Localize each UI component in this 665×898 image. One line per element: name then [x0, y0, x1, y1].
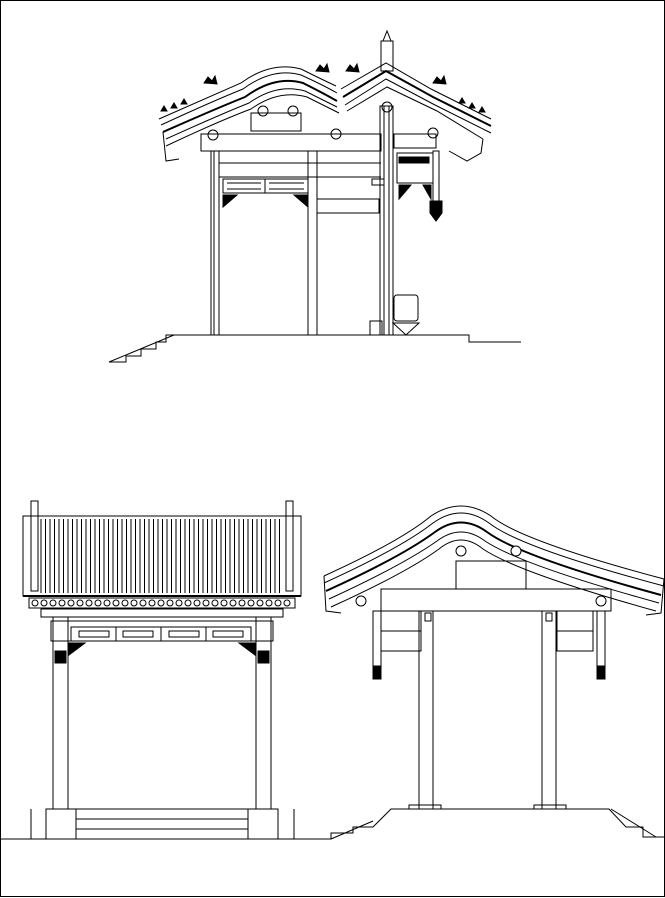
eave-tile	[85, 599, 93, 607]
stair-slope	[108, 334, 175, 363]
ground-line	[109, 334, 521, 363]
roof-tile	[229, 519, 235, 593]
roof-tile	[121, 519, 127, 593]
columns	[210, 105, 443, 336]
eave-tile	[247, 599, 255, 607]
roof-tile	[202, 519, 208, 593]
roof-tile	[184, 519, 190, 593]
roof-tile	[256, 519, 262, 593]
eave-tile	[94, 599, 102, 607]
eave-tile	[157, 599, 165, 607]
roof-tiles	[40, 519, 280, 593]
roof-tile	[265, 519, 271, 593]
roof-tile	[220, 519, 226, 593]
top-elevation	[108, 29, 521, 363]
eave-tile	[202, 599, 210, 607]
eave-tile	[49, 599, 57, 607]
eave-tile	[274, 599, 282, 607]
eave-tile	[67, 599, 75, 607]
eave-tile	[193, 599, 201, 607]
eave-tile	[184, 599, 192, 607]
roof-left	[158, 66, 342, 162]
roof-tile	[40, 519, 46, 593]
eave-tile	[112, 599, 120, 607]
eave-tile	[175, 599, 183, 607]
roof-tile	[112, 519, 118, 593]
roof-tile	[58, 519, 64, 593]
eave-tile	[40, 599, 48, 607]
eave-tile	[265, 599, 273, 607]
roof-tile	[193, 519, 199, 593]
eave-tile	[220, 599, 228, 607]
eave-tile	[283, 599, 291, 607]
roof-tile	[157, 519, 163, 593]
eave-tiles	[31, 599, 291, 607]
roof-tile	[94, 519, 100, 593]
side-elevation	[323, 505, 665, 840]
roof-tile	[274, 519, 280, 593]
eave-tile	[211, 599, 219, 607]
eave-tile	[103, 599, 111, 607]
roof-tile	[67, 519, 73, 593]
roof-tile	[238, 519, 244, 593]
roof-tile	[211, 519, 217, 593]
eave-tile	[229, 599, 237, 607]
roof-tile	[49, 519, 55, 593]
roof-tile	[85, 519, 91, 593]
roof-right	[340, 29, 492, 162]
beams	[200, 133, 437, 214]
eave-tile	[31, 599, 39, 607]
eave-tile	[130, 599, 138, 607]
eave-tile	[139, 599, 147, 607]
roof-tile	[130, 519, 136, 593]
eave-tile	[58, 599, 66, 607]
ridge-beasts	[160, 62, 486, 113]
eave-tile	[148, 599, 156, 607]
eave-tile	[238, 599, 246, 607]
eave-tile	[166, 599, 174, 607]
roof-tile	[247, 519, 253, 593]
front-elevation	[1, 500, 324, 840]
roof-tile	[103, 519, 109, 593]
roof-tile	[175, 519, 181, 593]
roof-tile	[148, 519, 154, 593]
roof-tile	[139, 519, 145, 593]
eave-tile	[76, 599, 84, 607]
ground-line	[324, 808, 664, 840]
roof-tile	[76, 519, 82, 593]
eave-tile	[256, 599, 264, 607]
eave-tile	[121, 599, 129, 607]
roof-tile	[166, 519, 172, 593]
